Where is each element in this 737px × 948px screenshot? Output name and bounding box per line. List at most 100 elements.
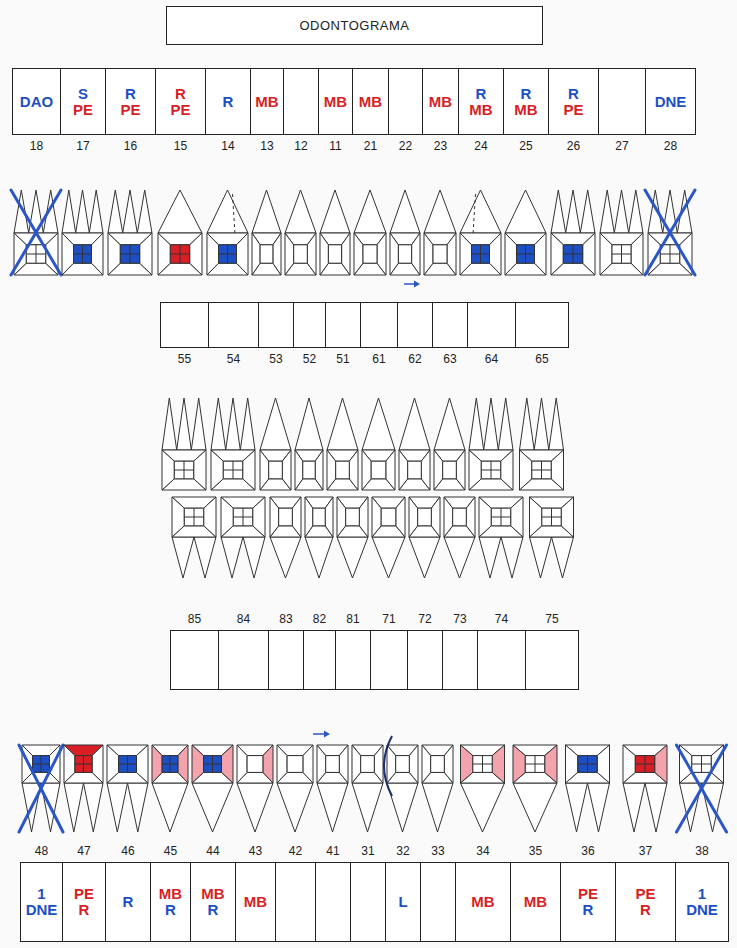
tooth-surface	[371, 461, 386, 479]
tooth-surface	[479, 497, 491, 537]
tooth-surface	[233, 508, 252, 526]
tooth-number: 12	[280, 139, 322, 153]
condition-code: PE	[635, 886, 655, 902]
bracket-mark	[384, 736, 392, 796]
occlusal-line	[33, 764, 50, 765]
tooth-cell: 73	[442, 630, 478, 690]
tooth-surface	[399, 450, 408, 490]
tooth-root	[469, 398, 484, 450]
tooth-surface	[222, 745, 234, 783]
tooth-surface	[434, 450, 443, 490]
tooth-surface	[328, 245, 341, 263]
tooth-surface	[551, 233, 563, 275]
tooth-surface	[120, 245, 139, 263]
title-box: ODONTOGRAMA	[166, 6, 543, 45]
tooth-surface	[204, 756, 222, 773]
tooth-surface	[563, 245, 582, 263]
condition-code: MB	[244, 894, 267, 910]
condition-code: PE	[563, 102, 583, 118]
tooth-surface	[313, 508, 325, 526]
condition-code: DAO	[20, 94, 53, 110]
tooth-surface	[431, 756, 445, 773]
occlusal-line	[473, 764, 492, 765]
tooth-root	[162, 398, 177, 450]
tooth-surface	[412, 233, 420, 275]
condition-code: DNE	[655, 94, 687, 110]
tooth-root	[580, 190, 595, 233]
tooth-surface	[600, 233, 612, 275]
tooth-root	[422, 783, 453, 832]
tooth-surface	[511, 497, 523, 537]
tooth-surface	[337, 497, 346, 537]
tooth-surface	[194, 450, 206, 490]
occlusal-line	[612, 254, 631, 255]
tooth-root	[409, 537, 440, 578]
tooth-number: 84	[215, 612, 272, 626]
tooth-surface	[237, 745, 247, 783]
condition-code: MB	[324, 94, 347, 110]
tooth-cell: PER37	[615, 862, 676, 942]
tooth-root	[194, 537, 216, 578]
tooth-surface	[320, 233, 328, 275]
tooth-surface	[398, 245, 411, 263]
tooth-number: 52	[290, 352, 329, 366]
tooth-cell: MB13	[250, 68, 284, 135]
condition-code: L	[398, 894, 407, 910]
tooth-surface	[422, 745, 431, 783]
occlusal-line	[170, 254, 189, 255]
tooth-cell: 12	[283, 68, 319, 135]
tooth-root	[461, 783, 505, 832]
tooth-number: 61	[357, 352, 401, 366]
tooth-root	[501, 537, 523, 578]
drift-arrowhead	[414, 281, 420, 288]
tooth-number: 64	[464, 352, 519, 366]
tooth-root	[270, 537, 301, 578]
tooth-root	[128, 783, 149, 832]
tooth-surface	[92, 745, 103, 783]
tooth-surface	[204, 497, 216, 537]
tooth-cell: 31	[350, 862, 386, 942]
tooth-surface	[469, 450, 481, 490]
condition-code: PE	[74, 886, 94, 902]
tooth-number: 32	[382, 844, 424, 858]
tooth-root	[552, 537, 574, 578]
missing-mark	[677, 745, 727, 832]
tooth-cell: 27	[598, 68, 646, 135]
tooth-root	[152, 783, 188, 832]
condition-code: MB	[469, 102, 492, 118]
tooth-surface	[551, 450, 563, 490]
tooth-root	[614, 190, 628, 233]
tooth-number: 83	[265, 612, 307, 626]
tooth-root	[513, 783, 557, 832]
tooth-root	[645, 783, 667, 832]
tooth-surface	[279, 508, 293, 526]
tooth-root	[362, 398, 395, 450]
tooth-number: 14	[202, 139, 254, 153]
tooth-number: 27	[595, 139, 649, 153]
occlusal-line	[233, 517, 252, 518]
condition-code: 1	[698, 886, 706, 902]
tooth-number: 15	[152, 139, 209, 153]
condition-code: R	[123, 894, 134, 910]
condition-code: MB	[524, 894, 547, 910]
tooth-surface	[207, 233, 219, 275]
tooth-surface	[346, 508, 360, 526]
tooth-number: 11	[315, 139, 356, 153]
occlusal-line	[471, 254, 489, 255]
tooth-surface	[339, 745, 348, 783]
occlusal-line	[73, 254, 91, 255]
tooth-surface	[260, 450, 269, 490]
tooth-surface	[190, 233, 202, 275]
tooth-root	[551, 190, 566, 233]
tooth-root	[549, 398, 564, 450]
tooth-surface	[424, 233, 433, 275]
occlusal-line	[203, 764, 221, 765]
tooth-root	[158, 190, 202, 233]
occlusal-line	[481, 470, 500, 471]
tooth-surface	[211, 450, 223, 490]
tooth-cell: RPE16	[105, 68, 156, 135]
tooth-number: 13	[247, 139, 287, 153]
tooth-surface	[219, 245, 237, 263]
tooth-root	[84, 783, 104, 832]
chart-title: ODONTOGRAMA	[300, 18, 410, 33]
